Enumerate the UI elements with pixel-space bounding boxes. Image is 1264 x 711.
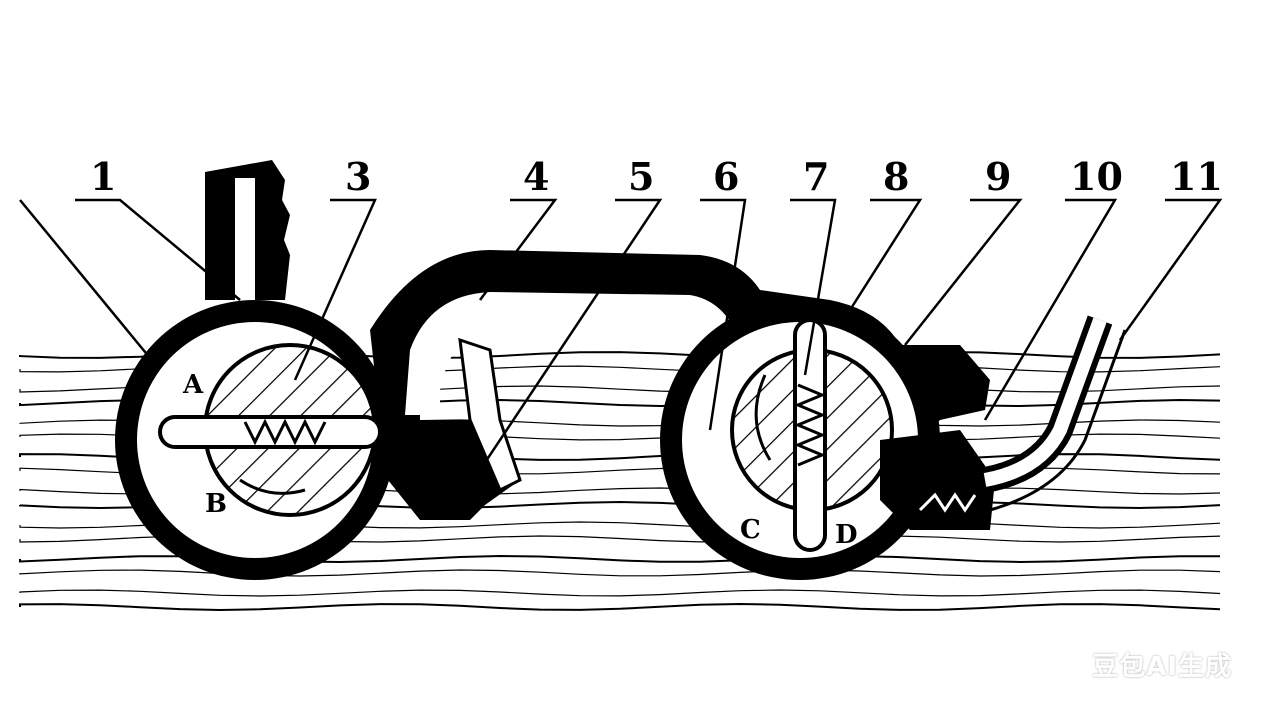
callout-label: 4 [523,154,549,199]
callout-group: 1 3 4 5 6 7 8 9 [19,154,1223,471]
callout-11: 11 [1118,154,1223,341]
liquid-line [19,569,1221,577]
point-label-a: A [182,370,204,400]
callout-1: 1 [75,154,241,301]
right-housing [660,300,1127,580]
point-labels: A B C D [182,370,858,550]
point-label-b: B [205,489,227,519]
callout-10: 10 [983,154,1123,421]
point-label-c: C [740,515,761,545]
callout-label: 3 [345,154,371,199]
liquid-line [19,602,1221,612]
callout-label: 1 [90,154,116,199]
callout-label: 9 [985,154,1011,199]
point-label-d: D [835,520,858,550]
callout-label: 7 [803,154,829,199]
callout-label: 10 [1070,154,1123,199]
callout-9: 9 [904,154,1023,346]
callout-label: 8 [883,154,909,199]
callout-label: 6 [713,154,739,199]
liquid-line [19,589,1221,597]
callout-label: 11 [1170,154,1223,199]
left-housing [115,160,395,580]
callout-4: 4 [479,154,558,301]
callout-8: 8 [848,154,923,311]
callout-7: 7 [790,154,837,376]
callout-3: 3 [293,154,377,381]
callout-label: 5 [628,154,654,199]
callout-6: 6 [700,154,747,431]
watermark: 豆包AI生成 [1092,652,1232,682]
callout-5: 5 [478,154,663,471]
